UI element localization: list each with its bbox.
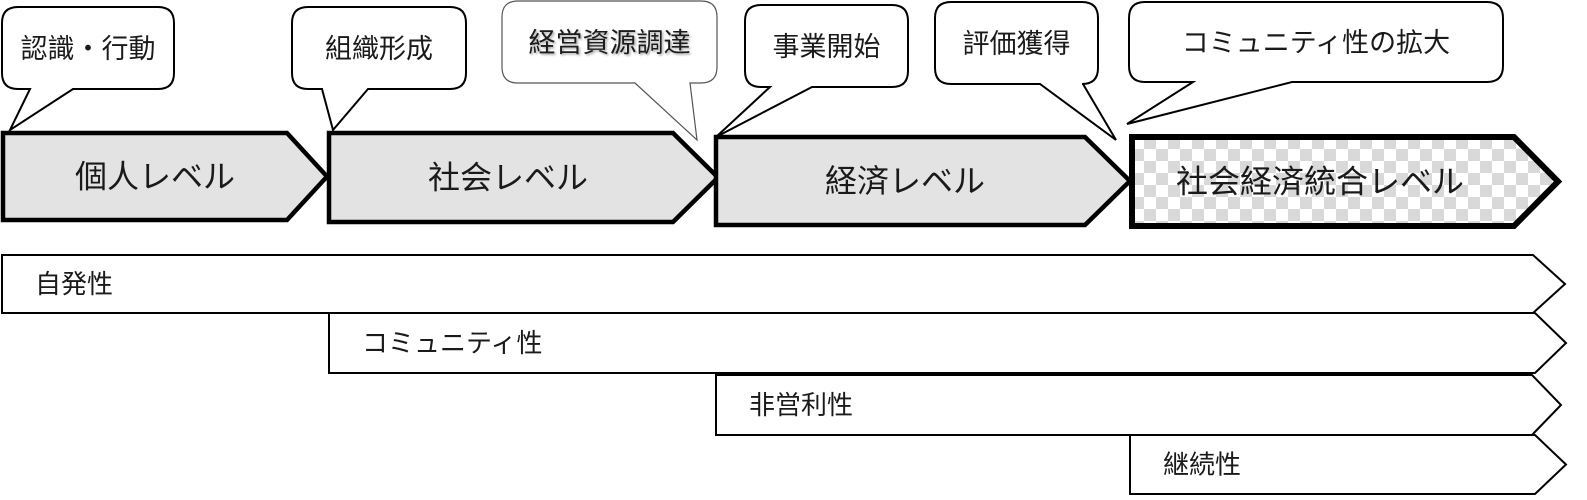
- traits-layer: 自発性 コミュニティ性 非営利性 継続性: [1, 254, 1568, 495]
- stage-social-level: 社会レベル: [326, 130, 722, 225]
- stage-chevron: [0, 130, 331, 223]
- callouts-layer: 認識・行動 組織形成 経営資源調達 事業開始 評価獲得 コミュニティ性の拡大: [1, 0, 1504, 142]
- stages-row: 個人レベル 社会レベル 経済レベル 社会経済統合レベル: [0, 130, 1563, 229]
- stage-chevron: [713, 134, 1134, 228]
- callout-label: 評価獲得: [963, 29, 1071, 60]
- trait-label: コミュニティ性: [362, 329, 542, 359]
- trait-arrow-bar: [328, 312, 1568, 374]
- stage-label: 個人レベル: [75, 158, 235, 196]
- callout-label: コミュニティ性の拡大: [1182, 28, 1450, 59]
- callout-label: 事業開始: [773, 32, 881, 63]
- stage-label: 社会経済統合レベル: [1176, 163, 1464, 201]
- callout-bubble: [1126, 1, 1504, 125]
- trait-arrow-bar: [1, 254, 1567, 314]
- callout-community-expansion: コミュニティ性の拡大: [1126, 1, 1504, 125]
- callout-recognition-gained: 評価獲得: [934, 1, 1117, 141]
- stage-individual-level: 個人レベル: [0, 130, 331, 223]
- callout-label: 認識・行動: [21, 34, 156, 65]
- callout-label: 組織形成: [325, 34, 433, 65]
- trait-label: 非営利性: [749, 391, 853, 421]
- trait-arrow-bar: [715, 374, 1563, 436]
- stage-label: 経済レベル: [825, 162, 985, 200]
- trait-label: 継続性: [1163, 451, 1241, 481]
- callout-bubble: [715, 4, 909, 138]
- callout-resource-procurement: 経営資源調達: [501, 0, 718, 142]
- callout-bubble: [934, 1, 1117, 141]
- callout-organization-forming: 組織形成: [291, 6, 467, 133]
- callout-bubble: [1, 6, 175, 133]
- trait-label: 自発性: [35, 270, 113, 300]
- callout-business-start: 事業開始: [715, 4, 909, 138]
- trait-community: コミュニティ性: [328, 312, 1568, 374]
- trait-nonprofit: 非営利性: [715, 374, 1563, 436]
- stage-economic-level: 経済レベル: [713, 134, 1134, 228]
- callout-bubble: [501, 0, 718, 142]
- trait-arrow-bar: [1129, 434, 1568, 495]
- stage-socioeconomic-integrated-level: 社会経済統合レベル: [1129, 134, 1563, 229]
- trait-continuity: 継続性: [1129, 434, 1568, 495]
- callout-label: 経営資源調達: [529, 28, 691, 59]
- stage-chevron: [326, 130, 722, 225]
- callout-recognition-action: 認識・行動: [1, 6, 175, 133]
- callout-bubble: [291, 6, 467, 133]
- stage-chevron: [1129, 134, 1563, 229]
- stage-label: 社会レベル: [428, 159, 588, 197]
- trait-spontaneity: 自発性: [1, 254, 1567, 314]
